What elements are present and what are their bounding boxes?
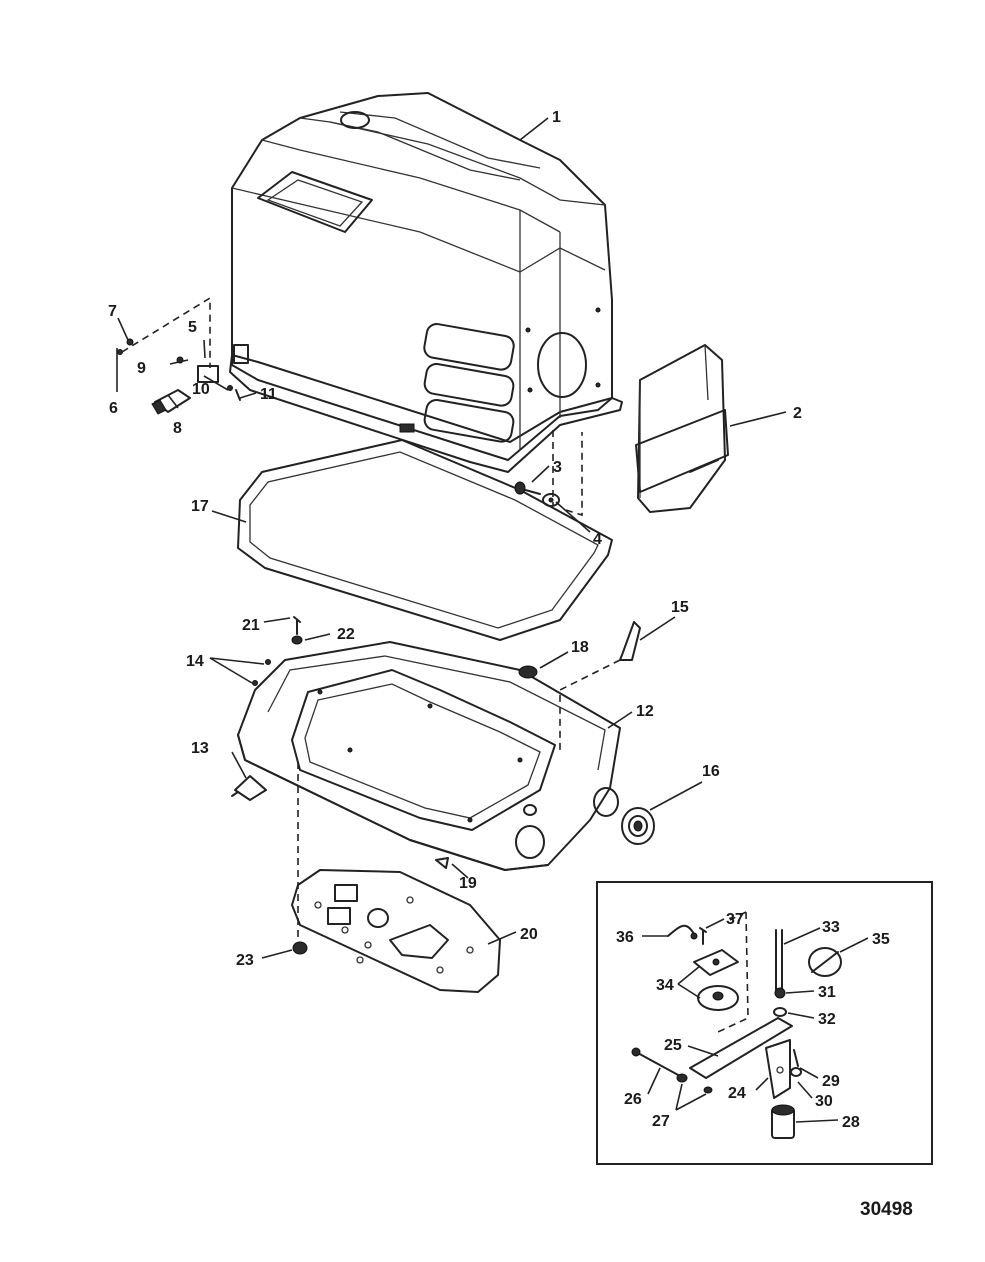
callout-22: 22 (337, 626, 355, 643)
callout-31: 31 (818, 984, 836, 1001)
callout-28: 28 (842, 1114, 860, 1131)
rivet (252, 680, 258, 686)
callout-10: 10 (192, 381, 210, 398)
nut (292, 941, 308, 955)
rear-cover (635, 344, 729, 513)
callout-12: 12 (636, 703, 654, 720)
leader-lines (116, 117, 787, 959)
latch-assembly (117, 338, 241, 415)
inset-parts (631, 911, 842, 1139)
small-washer (291, 635, 303, 645)
callout-20: 20 (520, 926, 538, 943)
bottom-cowl (237, 641, 621, 871)
callout-33: 33 (822, 919, 840, 936)
bracket (619, 621, 641, 661)
cowl-seal (237, 439, 613, 641)
callout-37: 37 (726, 911, 744, 928)
rivet (265, 659, 271, 665)
callout-13: 13 (191, 740, 209, 757)
callout-25: 25 (664, 1037, 682, 1054)
callout-36: 36 (616, 929, 634, 946)
callout-23: 23 (236, 952, 254, 969)
callout-16: 16 (702, 763, 720, 780)
callout-30: 30 (815, 1093, 833, 1110)
callout-32: 32 (818, 1011, 836, 1028)
callout-4: 4 (593, 531, 602, 548)
large-grommet (621, 807, 655, 845)
callout-29: 29 (822, 1073, 840, 1090)
inset-leaders (642, 918, 869, 1123)
callout-18: 18 (571, 639, 589, 656)
callout-11: 11 (260, 386, 277, 403)
callout-1: 1 (552, 109, 561, 126)
callout-35: 35 (872, 931, 890, 948)
top-cowl (229, 92, 623, 473)
screw-washer (514, 481, 560, 507)
plug (435, 857, 449, 869)
callout-14: 14 (186, 653, 204, 670)
callout-9: 9 (137, 360, 146, 377)
callout-5: 5 (188, 319, 197, 336)
callout-7: 7 (108, 303, 117, 320)
bottom-latch (231, 775, 267, 801)
grommet (518, 665, 538, 679)
small-screw (293, 616, 301, 635)
callout-34: 34 (656, 977, 674, 994)
assembly-lines (121, 296, 621, 940)
callout-15: 15 (671, 599, 689, 616)
callout-26: 26 (624, 1091, 642, 1108)
callout-labels: 1 2 3 4 5 6 7 8 9 10 11 12 13 14 15 16 1… (108, 109, 913, 1220)
callout-27: 27 (652, 1113, 670, 1130)
callout-2: 2 (793, 405, 802, 422)
callout-24: 24 (728, 1085, 746, 1102)
figure-number: 30498 (860, 1199, 913, 1220)
callout-17: 17 (191, 498, 209, 515)
callout-19: 19 (459, 875, 477, 892)
callout-6: 6 (109, 400, 118, 417)
callout-8: 8 (173, 420, 182, 437)
callout-21: 21 (242, 617, 260, 634)
detail-inset-frame (596, 881, 933, 1165)
callout-3: 3 (553, 459, 562, 476)
